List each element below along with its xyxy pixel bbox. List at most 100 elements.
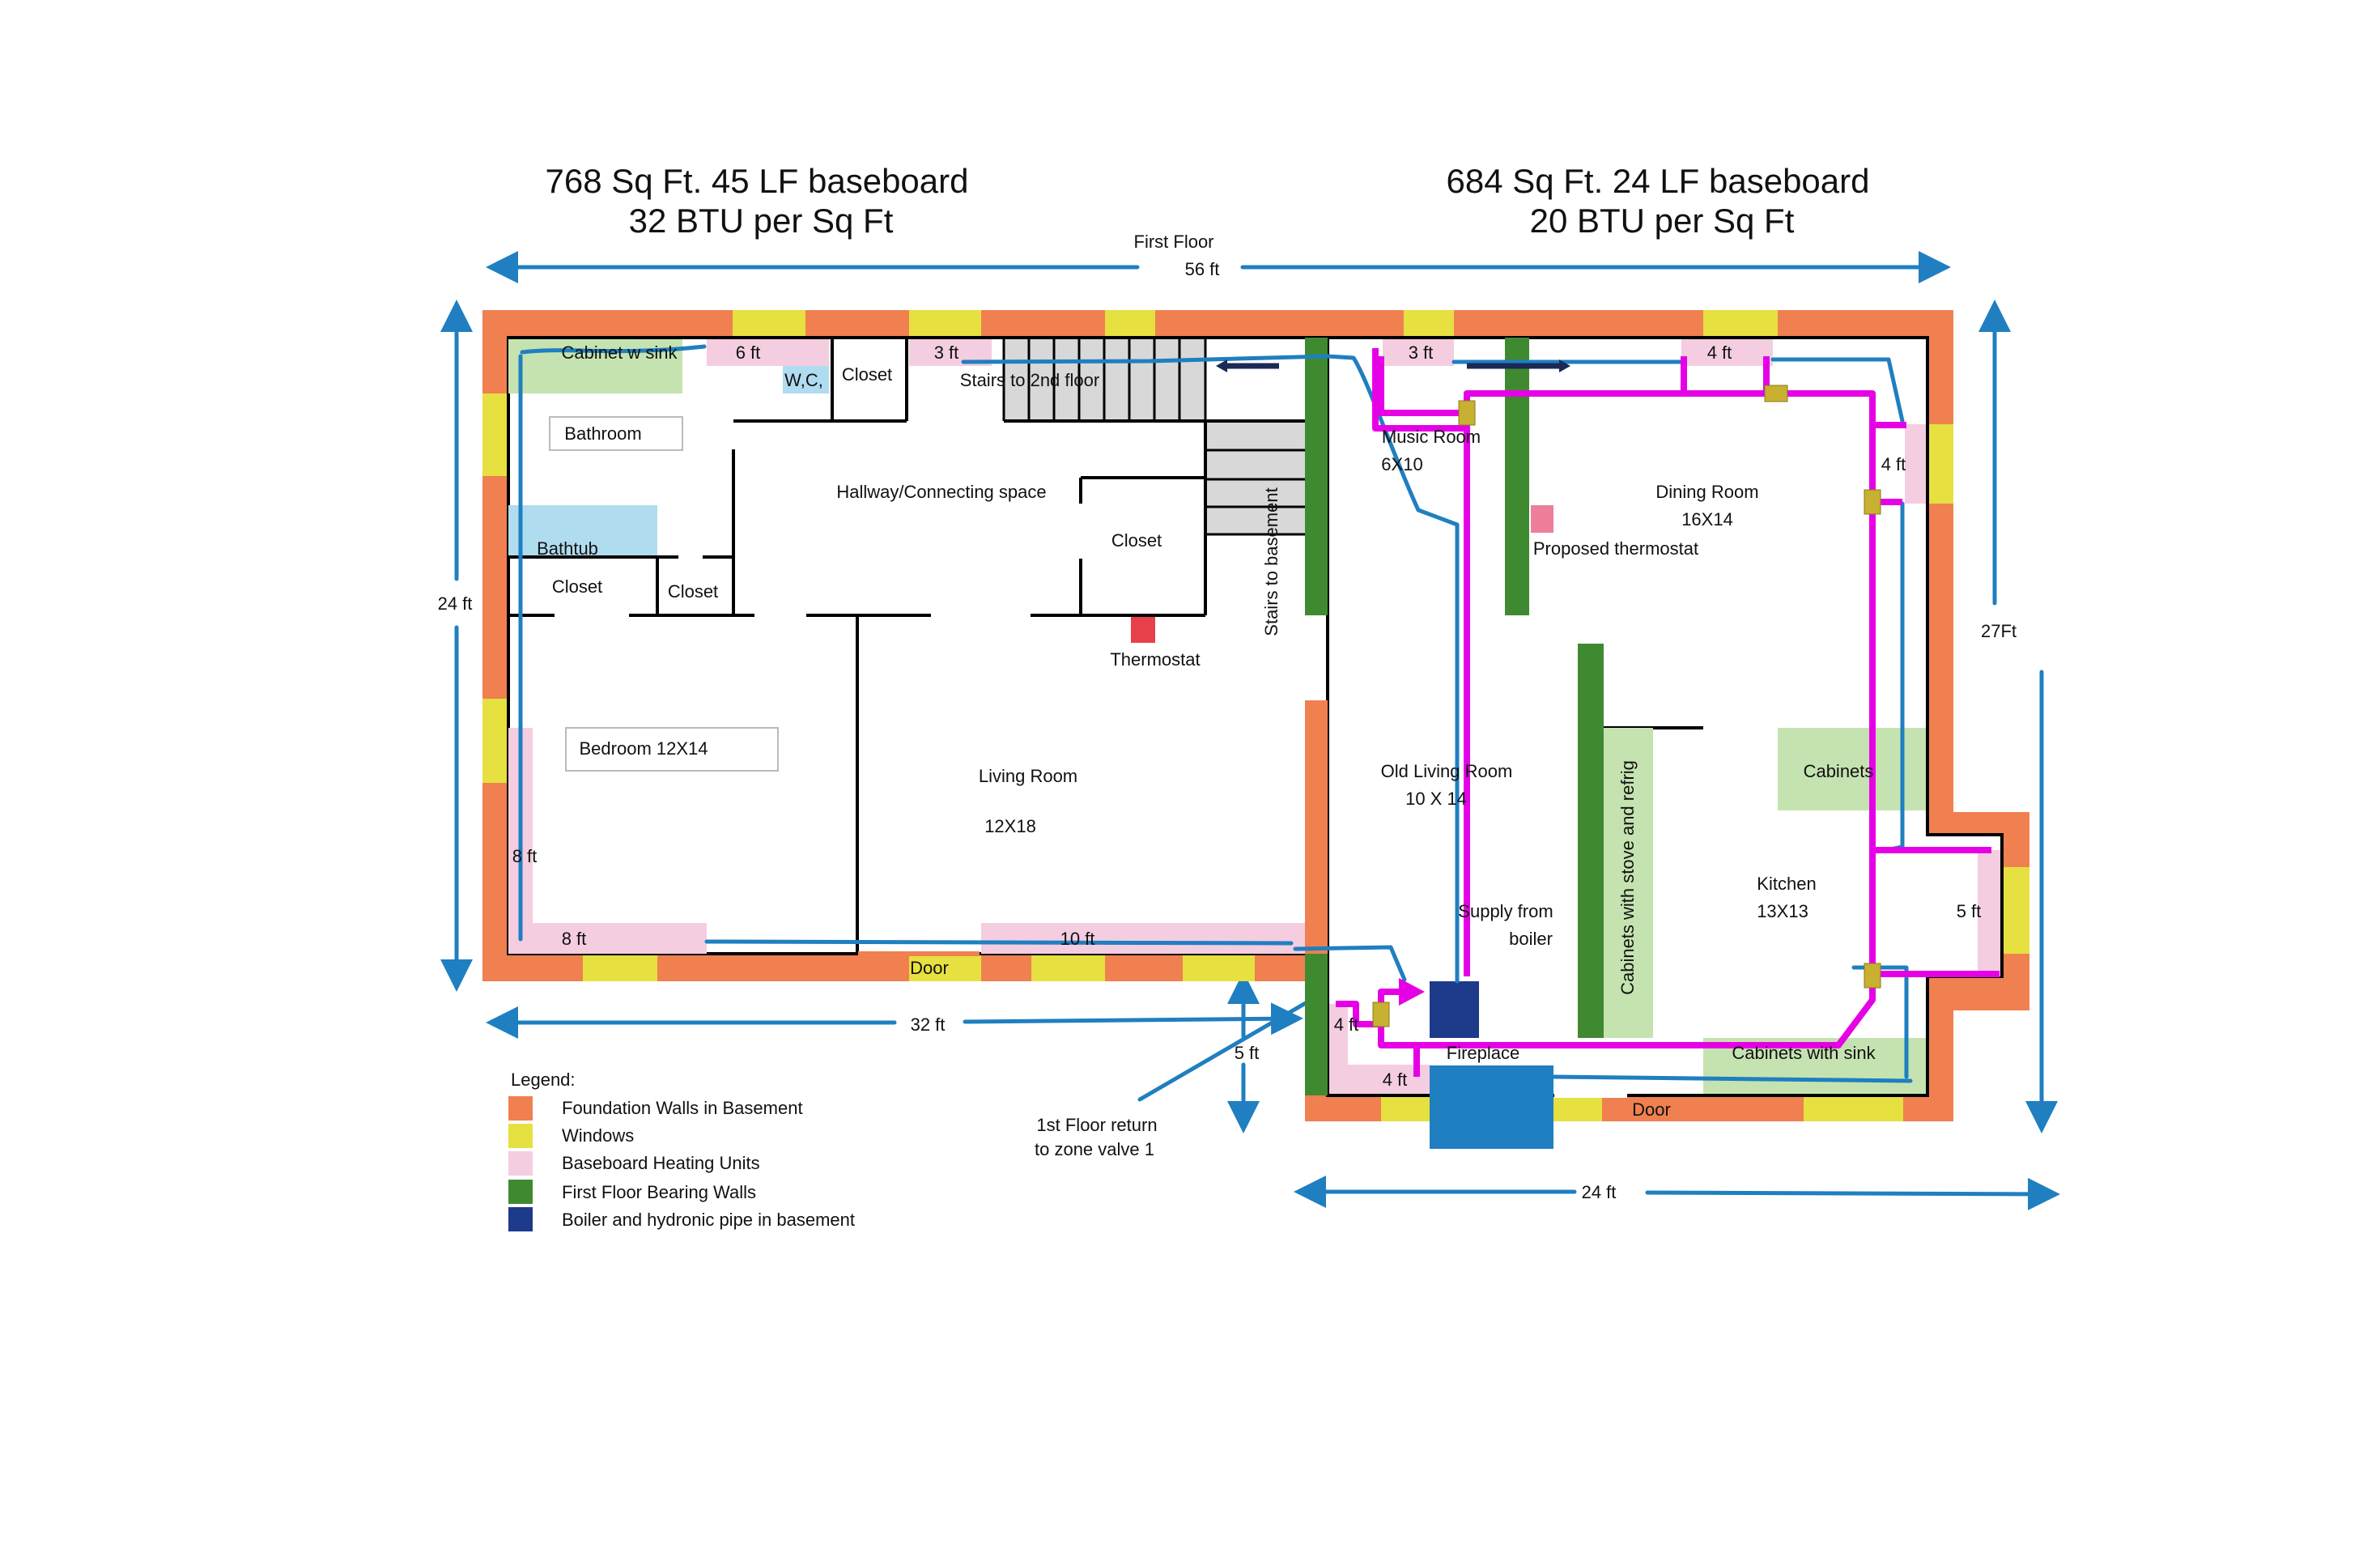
stairs-to-2nd-floor — [1002, 339, 1207, 421]
floor-title: First Floor — [1134, 232, 1214, 252]
bathroom-label-box — [549, 416, 683, 451]
label-music-size: 6X10 — [1381, 454, 1422, 474]
cabinet-sink-area — [508, 339, 682, 393]
baseboard-label: 4 ft — [1334, 1014, 1359, 1035]
baseboard-label: 4 ft — [1881, 454, 1906, 474]
legend-item-label: Boiler and hydronic pipe in basement — [562, 1210, 855, 1230]
legend-item-label: Baseboard Heating Units — [562, 1153, 760, 1173]
baseboard-6ft — [707, 339, 829, 366]
legend: Legend: Foundation Walls in Basement Win… — [508, 1070, 855, 1231]
baseboard-3ft-right — [1383, 339, 1454, 366]
legend-title: Legend: — [511, 1070, 576, 1090]
zone-valves — [1372, 385, 1881, 1027]
left-btu-heading: 32 BTU per Sq Ft — [629, 202, 894, 240]
label-fireplace: Fireplace — [1447, 1043, 1519, 1063]
legend-item-label: Foundation Walls in Basement — [562, 1098, 803, 1118]
stairs-to-basement — [1205, 419, 1305, 536]
legend-item-label: First Floor Bearing Walls — [562, 1182, 756, 1202]
cabinets-stove-area — [1604, 728, 1653, 1038]
label-bathroom: Bathroom — [564, 423, 641, 444]
baseboard-4ft-right — [1905, 424, 1926, 504]
left-area-heading: 768 Sq Ft. 45 LF baseboard — [545, 162, 968, 200]
flow-arrows — [1216, 359, 1570, 372]
legend-swatch-bearing-walls — [508, 1180, 533, 1204]
label-stairs-basement: Stairs to basement — [1261, 487, 1281, 636]
label-cabinet-sink: Cabinet w sink — [561, 342, 678, 363]
label-closet-c: Closet — [1111, 530, 1162, 551]
right-btu-heading: 20 BTU per Sq Ft — [1530, 202, 1795, 240]
baseboard-label: 8 ft — [562, 929, 587, 949]
windows — [482, 310, 2029, 1121]
bearing-wall-divider-upper — [1305, 338, 1328, 615]
label-supply-from: Supply from — [1458, 901, 1553, 921]
offset-label: 5 ft — [1235, 1043, 1260, 1063]
label-living-size: 12X18 — [984, 816, 1036, 836]
right-width-label: 24 ft — [1582, 1182, 1617, 1202]
label-cabinets-sink: Cabinets with sink — [1732, 1043, 1876, 1063]
baseboard-label: 10 ft — [1060, 929, 1095, 949]
legend-swatch-boiler — [508, 1207, 533, 1231]
bathtub-fixture — [508, 505, 657, 557]
thermostat-marker — [1131, 615, 1155, 643]
label-bedroom: Bedroom 12X14 — [580, 738, 708, 759]
baseboard-4ft-corner — [1329, 1004, 1430, 1094]
label-closet-top: Closet — [842, 364, 892, 385]
label-cabinets-stove: Cabinets with stove and refrig — [1617, 760, 1638, 995]
legend-item-label: Windows — [562, 1125, 634, 1146]
baseboard-label: 8 ft — [512, 846, 538, 866]
room-labels: Cabinet w sink W,C, Closet Stairs to 2nd… — [537, 342, 1876, 1120]
label-closet-b: Closet — [668, 581, 718, 602]
label-living-room: Living Room — [979, 766, 1077, 786]
proposed-thermostat-marker — [1531, 505, 1553, 533]
left-width-label: 32 ft — [911, 1014, 946, 1035]
label-kitchen: Kitchen — [1757, 874, 1816, 894]
label-proposed-thermostat: Proposed thermostat — [1533, 538, 1698, 559]
label-cabinets: Cabinets — [1804, 761, 1874, 781]
legend-swatch-foundation — [508, 1096, 533, 1121]
label-wc: W,C, — [784, 370, 823, 390]
valve-icon — [1372, 1002, 1390, 1027]
return-note-line1: 1st Floor return — [1036, 1115, 1157, 1135]
label-boiler: boiler — [1509, 929, 1553, 949]
boiler — [1430, 981, 1479, 1038]
foundation-divider — [1305, 700, 1328, 954]
fireplace-block — [1430, 1065, 1553, 1149]
bearing-wall-kitchen — [1578, 644, 1604, 1038]
supply-loop-pipe — [1336, 348, 2000, 1077]
label-dining-size: 16X14 — [1681, 509, 1733, 529]
bedroom-label-box — [565, 727, 779, 772]
legend-swatch-windows — [508, 1124, 533, 1148]
legend-swatch-baseboard — [508, 1151, 533, 1176]
baseboard-labels: 6 ft 3 ft 8 ft 8 ft 10 ft 3 ft 4 ft 4 ft… — [512, 342, 1982, 1090]
label-music-room: Music Room — [1382, 427, 1481, 447]
label-stairs-2nd: Stairs to 2nd floor — [960, 370, 1099, 390]
label-old-living-room: Old Living Room — [1381, 761, 1513, 781]
baseboard-label: 3 ft — [1409, 342, 1434, 363]
baseboard-4ft-top — [1681, 339, 1773, 366]
label-dining-room: Dining Room — [1655, 482, 1758, 502]
label-thermostat: Thermostat — [1110, 649, 1200, 670]
bearing-wall-dining — [1505, 338, 1529, 615]
bearing-wall-divider-lower — [1305, 954, 1328, 1095]
valve-icon — [1458, 400, 1476, 426]
label-closet-a: Closet — [552, 576, 602, 597]
overall-width-label: 56 ft — [1185, 259, 1220, 279]
valve-icon — [1864, 489, 1881, 515]
baseboard-8ft-horizontal — [508, 923, 707, 954]
label-door-left: Door — [910, 958, 949, 978]
baseboard-label: 6 ft — [736, 342, 761, 363]
return-note-line2: to zone valve 1 — [1035, 1139, 1154, 1159]
right-area-heading: 684 Sq Ft. 24 LF baseboard — [1446, 162, 1869, 200]
label-door-right: Door — [1632, 1099, 1671, 1120]
label-bathtub: Bathtub — [537, 538, 598, 559]
label-old-living-size: 10 X 14 — [1405, 789, 1467, 809]
baseboard-5ft — [1978, 850, 2000, 976]
baseboard-label: 3 ft — [934, 342, 959, 363]
right-height-label: 27Ft — [1981, 621, 2017, 641]
label-kitchen-size: 13X13 — [1757, 901, 1808, 921]
label-hallway: Hallway/Connecting space — [836, 482, 1046, 502]
valve-icon — [1864, 963, 1881, 989]
valve-icon — [1764, 385, 1788, 402]
baseboard-10ft — [981, 923, 1305, 954]
